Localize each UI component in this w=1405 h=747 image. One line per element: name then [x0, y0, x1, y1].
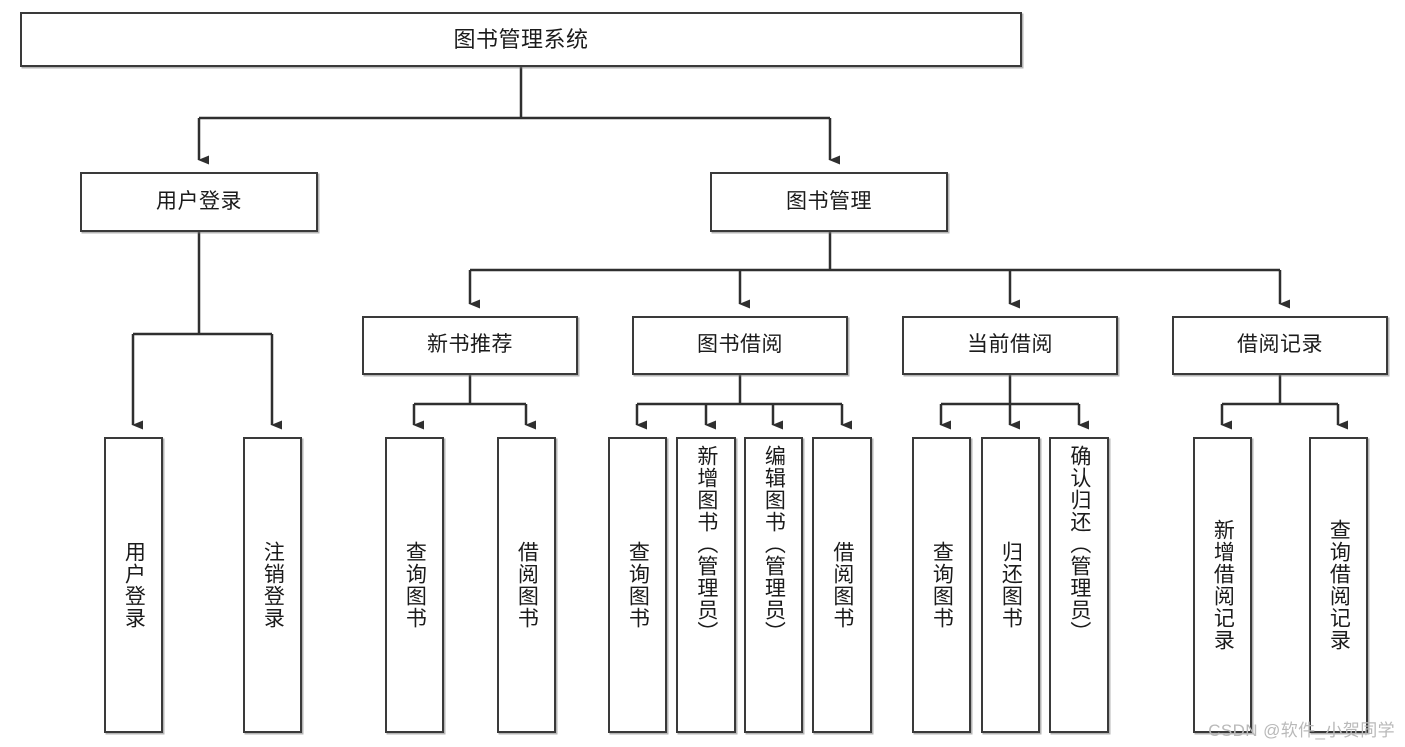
leaf-borrow-book-2-label: 借阅图书: [830, 541, 854, 629]
leaf-query-book-1[interactable]: 查询图书: [385, 437, 444, 733]
node-user-login-label: 用户登录: [156, 189, 242, 213]
leaf-return-book-label: 归还图书: [999, 541, 1023, 629]
node-borrow-record-label: 借阅记录: [1237, 333, 1323, 357]
leaf-add-record-label: 新增借阅记录: [1211, 519, 1235, 651]
leaf-query-book-3[interactable]: 查询图书: [912, 437, 971, 733]
leaf-logout[interactable]: 注销登录: [243, 437, 302, 733]
node-new-book-rec-label: 新书推荐: [427, 333, 513, 357]
node-user-login[interactable]: 用户登录: [80, 172, 318, 232]
leaf-return-book[interactable]: 归还图书: [981, 437, 1040, 733]
node-book-manage-label: 图书管理: [786, 189, 872, 213]
node-book-borrow-label: 图书借阅: [697, 333, 783, 357]
leaf-borrow-book-1-label: 借阅图书: [515, 541, 539, 629]
leaf-user-login[interactable]: 用户登录: [104, 437, 163, 733]
leaf-edit-book-label: 编辑图书（管理员）: [762, 445, 786, 643]
leaf-borrow-book-1[interactable]: 借阅图书: [497, 437, 556, 733]
leaf-query-book-3-label: 查询图书: [930, 541, 954, 629]
leaf-logout-label: 注销登录: [261, 541, 285, 629]
node-current-borrow[interactable]: 当前借阅: [902, 316, 1118, 375]
leaf-add-record[interactable]: 新增借阅记录: [1193, 437, 1252, 733]
leaf-edit-book[interactable]: 编辑图书（管理员）: [744, 437, 803, 733]
leaf-add-book[interactable]: 新增图书（管理员）: [676, 437, 736, 733]
leaf-user-login-label: 用户登录: [122, 541, 146, 629]
leaf-query-record[interactable]: 查询借阅记录: [1309, 437, 1368, 733]
node-book-borrow[interactable]: 图书借阅: [632, 316, 848, 375]
node-new-book-rec[interactable]: 新书推荐: [362, 316, 578, 375]
node-current-borrow-label: 当前借阅: [967, 333, 1053, 357]
node-borrow-record[interactable]: 借阅记录: [1172, 316, 1388, 375]
leaf-query-record-label: 查询借阅记录: [1327, 519, 1351, 651]
leaf-query-book-1-label: 查询图书: [403, 541, 427, 629]
leaf-query-book-2[interactable]: 查询图书: [608, 437, 667, 733]
leaf-confirm-return[interactable]: 确认归还（管理员）: [1049, 437, 1109, 733]
node-root-system[interactable]: 图书管理系统: [20, 12, 1022, 67]
node-book-manage[interactable]: 图书管理: [710, 172, 948, 232]
leaf-borrow-book-2[interactable]: 借阅图书: [812, 437, 872, 733]
node-root-system-label: 图书管理系统: [453, 26, 589, 52]
leaf-add-book-label: 新增图书（管理员）: [694, 445, 718, 643]
csdn-watermark: CSDN @软件_小贺同学: [1208, 721, 1395, 740]
leaf-confirm-return-label: 确认归还（管理员）: [1067, 445, 1091, 643]
leaf-query-book-2-label: 查询图书: [626, 541, 650, 629]
